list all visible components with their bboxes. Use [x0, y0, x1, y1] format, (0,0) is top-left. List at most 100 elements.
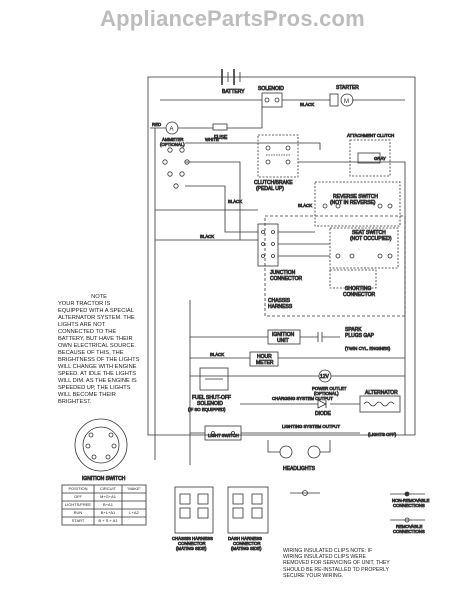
lights-off-label: (LIGHTS OFF): [368, 432, 397, 437]
ignition-switch-symbol: [74, 418, 128, 472]
ammeter-optional: (OPTIONAL): [160, 142, 185, 147]
table-cell: OFF: [74, 494, 82, 499]
junction-connector: [257, 223, 279, 267]
outer-frame-wire: [147, 76, 416, 436]
switch-terminal-cluster: [162, 147, 190, 189]
shorting-connector: [329, 269, 377, 289]
junction-connector-label: CONNECTOR: [270, 276, 303, 282]
ignition-table-text: POSITION CIRCUIT "MAKE" OFF M+G+A1 LIGHT…: [62, 485, 146, 525]
table-cell: B+L+A1: [100, 510, 116, 515]
v12-label: 12V: [320, 374, 330, 380]
non-removable-label-2: CONNECTIONS: [393, 503, 425, 508]
pedal-up-label: (PEDAL UP): [256, 186, 284, 192]
black-wire-label-4: BLACK: [228, 199, 242, 204]
table-cell: LIGHTS/FREE: [64, 502, 92, 507]
wire-black-1: [185, 161, 258, 241]
table-cell: B+A1: [103, 502, 113, 507]
starter-motor: M: [329, 93, 354, 107]
note-text: YOUR TRACTOR IS EQUIPPED WITH A SPECIAL …: [58, 301, 140, 405]
twin-cyl-label: (TWIN CYL. ENGINES): [345, 346, 391, 351]
alternator-symbol: [359, 395, 401, 413]
power-outlet-label: POWER OUTLET: [312, 386, 347, 391]
hour-label: HOUR: [257, 354, 272, 360]
ignition-unit-label-2: UNIT: [277, 338, 289, 344]
diode-symbol: [317, 399, 327, 409]
table-header-make: "MAKE": [126, 486, 142, 491]
ignition-unit-label: IGNITION: [272, 332, 295, 338]
dash-harness-connector-sub: CONNECTOR: [233, 541, 261, 546]
wire-junction-right: [278, 231, 330, 257]
shorting-connector-label: CONNECTOR: [343, 292, 376, 298]
wire-black-2: [185, 185, 258, 233]
dash-harness-connector: [227, 486, 269, 534]
chassis-harness-label: HARNESS: [268, 304, 293, 310]
spark-plugs: [317, 332, 340, 342]
ammeter-label: AMMETER: [162, 137, 184, 142]
clutch-brake-label: CLUTCH/BRAKE: [254, 180, 293, 186]
attachment-clutch: [349, 139, 391, 177]
headlights-label: HEADLIGHTS: [283, 466, 316, 472]
alternator-note: NOTE YOUR TRACTOR IS EQUIPPED WITH A SPE…: [58, 294, 140, 406]
wire-white-1: [185, 142, 321, 150]
clutch-brake-switch: [257, 134, 299, 178]
power-outlet-optional: (OPTIONAL): [314, 391, 339, 396]
dash-harness-connector-sub2: (MATING SIDE): [231, 546, 262, 551]
solenoid-symbol: [261, 92, 283, 108]
svg-text:A: A: [170, 127, 174, 133]
fuel-solenoid-label: SOLENOID: [197, 401, 223, 407]
table-cell: START: [71, 518, 85, 523]
white-wire-label: WHITE: [205, 137, 219, 142]
table-cell: [122, 501, 146, 509]
non-removable-label: NON-REMOVABLE: [392, 498, 430, 503]
fuel-if-equipped: (IF SO EQUIPPED): [188, 407, 226, 412]
battery-label: BATTERY: [222, 89, 245, 95]
table-header-position: POSITION: [68, 486, 88, 491]
ammeter-symbol: A: [165, 121, 179, 135]
red-wire-label: RED: [152, 122, 161, 127]
starter-label: STARTER: [336, 85, 359, 91]
seat-switch-label: SEAT SWITCH: [352, 230, 386, 236]
removable-label-2: CONNECTIONS: [393, 529, 425, 534]
svg-text:M: M: [344, 99, 349, 105]
wire-gray: [298, 161, 406, 435]
fuse-symbol: [212, 123, 228, 131]
ignition-switch-label: IGNITION SWITCH: [82, 476, 126, 482]
fuel-shutoff-solenoid: [199, 367, 229, 391]
removable-connection-symbol: [390, 517, 425, 523]
reverse-switch-label: REVERSE SWITCH: [333, 194, 378, 200]
plugs-gap-label: PLUGS GAP: [345, 333, 375, 339]
chassis-harness-connector: [174, 486, 214, 534]
chassis-harness-box: [264, 215, 406, 317]
shorting-label: SHORTING: [345, 286, 371, 292]
watermark: AppliancePartsPros.com: [100, 6, 365, 31]
lighting-output-label: LIGHTING SYSTEM OUTPUT: [282, 424, 340, 429]
black-wire-label-3: BLACK: [200, 234, 214, 239]
table-header-circuit: CIRCUIT: [99, 486, 117, 491]
chassis-harness-connector-sub: CONNECTOR: [178, 541, 206, 546]
not-in-reverse-label: (NOT IN REVERSE): [330, 200, 376, 206]
ignition-table: [61, 484, 147, 526]
diode-label: DIODE: [315, 411, 332, 417]
junction-label: JUNCTION: [270, 270, 296, 276]
chassis-harness-connector-label: CHASSIS HARNESS: [172, 536, 213, 541]
light-switch-label: LIGHT SWITCH: [208, 433, 239, 438]
table-cell: [122, 493, 146, 501]
removable-label: REMOVABLE: [396, 524, 423, 529]
attachment-clutch-label: ATTACHMENT CLUTCH: [347, 133, 394, 138]
table-cell: L+A2: [129, 510, 139, 515]
charging-output-label: CHARGING SYSTEM OUTPUT: [272, 396, 333, 401]
black-wire-label-2: BLACK: [298, 203, 312, 208]
table-cell: [122, 517, 146, 525]
gray-wire-label: GRAY: [374, 156, 386, 161]
hour-meter: [249, 351, 279, 367]
insulated-clip-symbol: [290, 490, 320, 496]
wire-ammeter: [150, 107, 263, 129]
black-wire-label-5: BLACK: [210, 352, 224, 357]
not-occupied-label: (NOT OCCUPIED): [350, 236, 392, 242]
black-wire-label: BLACK: [300, 102, 314, 107]
seat-switch: [329, 227, 399, 269]
headlights: [267, 440, 331, 459]
spark-label: SPARK: [345, 327, 362, 333]
table-cell: B + S + A1: [98, 518, 118, 523]
